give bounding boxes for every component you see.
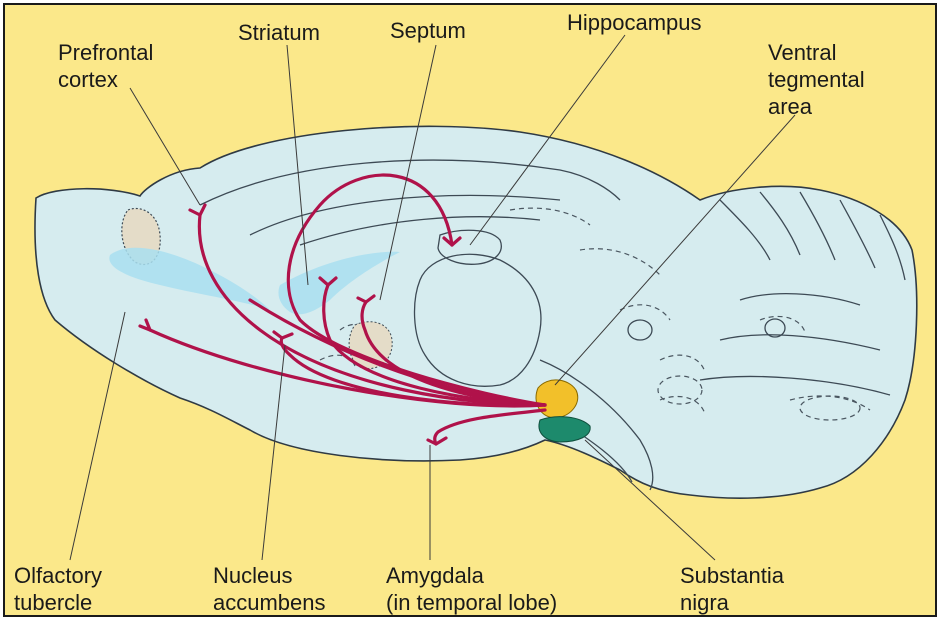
label-olfactory-line2: tubercle [14, 590, 92, 615]
label-prefrontal-line1: Prefrontal [58, 40, 153, 65]
label-olfactory-line1: Olfactory [14, 563, 102, 588]
label-septum: Septum [390, 18, 466, 43]
label-vta-line2: tegmental [768, 67, 865, 92]
label-substantia-line1: Substantia [680, 563, 785, 588]
label-accumbens-line1: Nucleus [213, 563, 292, 588]
label-striatum: Striatum [238, 20, 320, 45]
substantia-nigra-region [539, 417, 590, 442]
label-vta-line3: area [768, 94, 813, 119]
label-substantia-line2: nigra [680, 590, 730, 615]
label-prefrontal-line2: cortex [58, 67, 118, 92]
label-amygdala-line1: Amygdala [386, 563, 485, 588]
label-hippocampus: Hippocampus [567, 10, 702, 35]
label-vta-line1: Ventral [768, 40, 837, 65]
label-amygdala-line2: (in temporal lobe) [386, 590, 557, 615]
label-accumbens-line2: accumbens [213, 590, 326, 615]
